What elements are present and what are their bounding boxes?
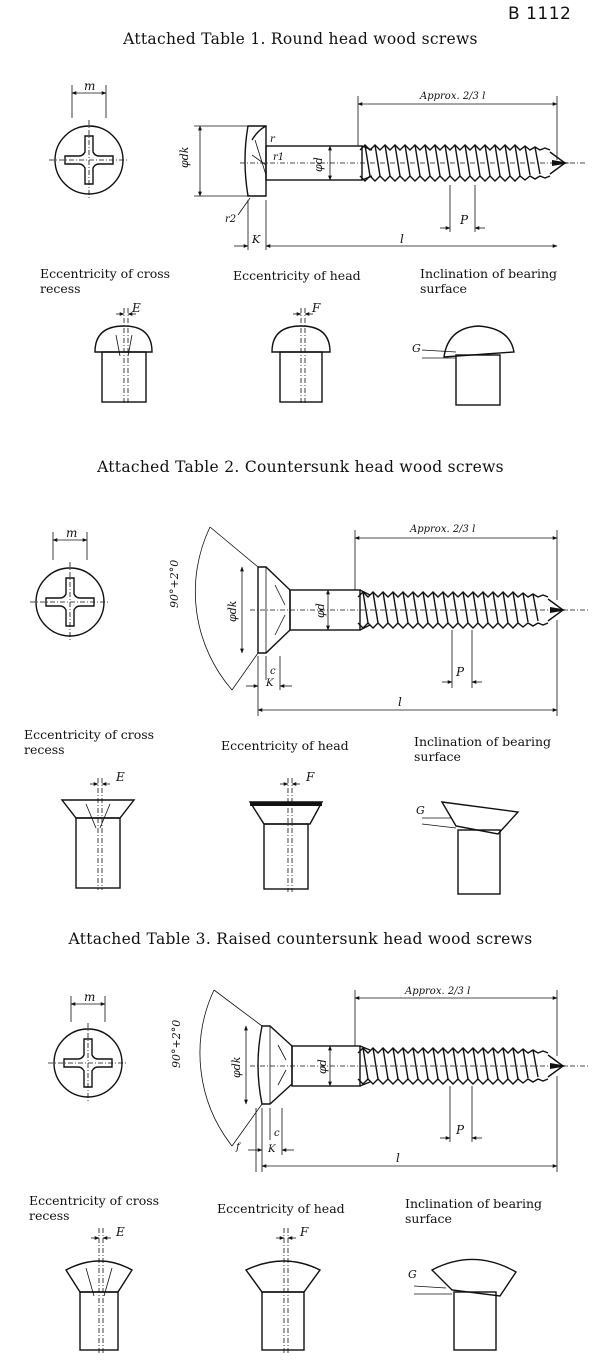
label-e-2: E [115,770,125,784]
label-dk-1: φdk [178,146,191,168]
label-r1-1: r1 [273,152,284,163]
label-p-2: P [455,665,465,679]
label-g-2: G [416,804,425,817]
table-2-cross-recess-view: m [29,526,111,643]
label-f-small-3: f [235,1142,242,1153]
table-3-detail-cross-recess: E [65,1225,133,1355]
caption-cross-recess-2: Eccentricity of cross recess [24,727,155,757]
table-1-title: Attached Table 1. Round head wood screws [123,30,478,48]
table-1-detail-cross-recess: E [94,301,153,405]
label-p-1: P [459,213,469,227]
label-c-3: c [274,1128,280,1139]
table-2-screw-side-view: 90°+2°0 φdk φd Approx. 2/3 l P c K l [168,524,590,716]
caption-bearing-1: Inclination of bearing surface [420,266,558,296]
label-g-3: G [408,1268,417,1281]
label-approx-3: Approx. 2/3 l [404,986,470,997]
table-3-title: Attached Table 3. Raised countersunk hea… [68,930,533,948]
table-3-detail-bearing: G [408,1258,517,1351]
label-k-3: K [267,1144,276,1155]
label-l-3: l [396,1151,400,1165]
table-1-detail-bearing: G [412,325,515,406]
label-l-2: l [398,695,402,709]
label-r-1: r [270,134,276,145]
label-approx-1: Approx. 2/3 l [419,91,485,102]
label-m-3: m [84,990,95,1004]
label-f-2: F [305,770,315,784]
label-dk-2: φdk [226,600,239,622]
label-e-1: E [131,301,141,315]
table-3-detail-head: F [244,1225,322,1355]
table-1-screw-side-view: φdk φd r r1 r2 Approx. 2/3 l P K l [178,91,585,250]
caption-cross-recess-3: Eccentricity of cross recess [29,1193,160,1223]
table-1-detail-head: F [271,301,331,405]
table-2-detail-bearing: G [416,801,520,895]
document-code: B 1112 [508,4,572,24]
table-2-detail-cross-recess: E [60,770,136,890]
label-k-2: K [265,678,274,689]
label-l-1: l [400,232,404,246]
label-c-2: c [270,666,276,677]
label-d-3: φd [316,1059,329,1074]
table-3-cross-recess-view: m [47,990,129,1104]
label-f-1: F [311,301,321,315]
label-approx-2: Approx. 2/3 l [409,524,475,535]
table-2-detail-head: F [248,770,324,892]
label-d-2: φd [314,603,327,618]
label-r2-1: r2 [225,214,236,225]
label-g-1: G [412,342,421,355]
caption-head-3: Eccentricity of head [217,1201,345,1216]
table-3-screw-side-view: 90°+2°0 φdk φd Approx. 2/3 l P c f K l [170,986,590,1172]
label-dk-3: φdk [230,1056,243,1078]
label-angle-2: 90°+2°0 [168,560,181,608]
label-f-3: F [299,1225,309,1239]
table-1-cross-recess-view: m [48,79,130,201]
caption-bearing-2: Inclination of bearing surface [414,734,552,764]
label-k-1: K [251,233,261,246]
label-m-2: m [66,526,77,540]
caption-cross-recess-1: Eccentricity of cross recess [40,266,171,296]
label-m-1: m [84,79,95,93]
caption-head-1: Eccentricity of head [233,268,361,283]
caption-head-2: Eccentricity of head [221,738,349,753]
table-2-title: Attached Table 2. Countersunk head wood … [97,458,504,476]
label-e-3: E [115,1225,125,1239]
label-p-3: P [455,1123,465,1137]
caption-bearing-3: Inclination of bearing surface [405,1196,543,1226]
label-angle-3: 90°+2°0 [170,1020,183,1068]
label-d-1: φd [312,157,325,172]
